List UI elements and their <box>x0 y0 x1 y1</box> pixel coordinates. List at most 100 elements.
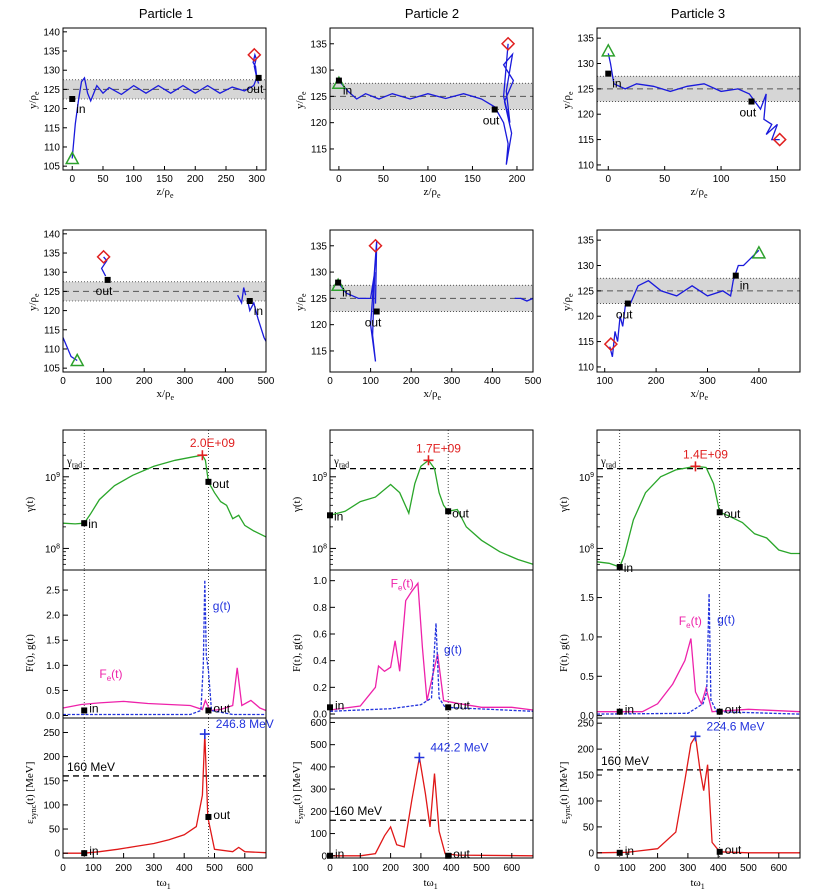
out-label: out <box>96 284 113 298</box>
out-marker <box>445 704 452 711</box>
in-label: in <box>740 279 749 293</box>
g-series <box>596 593 801 715</box>
out-label: out <box>616 308 633 322</box>
out-marker <box>205 707 212 714</box>
x-tick-label: 600 <box>770 863 787 874</box>
x-tick-label: 300 <box>248 174 265 185</box>
y-tick-label: 250 <box>577 719 594 730</box>
out-label: out <box>213 808 230 822</box>
out-marker <box>205 813 212 820</box>
out-label: out <box>740 106 757 120</box>
y-tick-label: 108 <box>45 543 60 555</box>
y-tick-label: 600 <box>310 718 327 729</box>
x-axis-label: tω1 <box>157 877 171 891</box>
in-marker <box>81 850 88 857</box>
plot-frame <box>62 569 267 719</box>
y-axis-label: F(t), g(t) <box>291 634 303 672</box>
in-marker <box>81 707 88 714</box>
in-label: in <box>625 844 634 858</box>
y-axis-label: y/ρe <box>561 91 575 109</box>
x-tick-label: 300 <box>680 863 697 874</box>
x-tick-label: 200 <box>115 863 132 874</box>
out-label: out <box>725 703 742 717</box>
y-tick-label: 130 <box>577 59 594 70</box>
y-tick-label: 200 <box>577 745 594 756</box>
out-label: out <box>212 477 229 491</box>
y-tick-label: 108 <box>312 543 327 555</box>
y-axis-label: γ(t) <box>558 496 570 513</box>
y-tick-label: 0.0 <box>46 711 60 722</box>
fe-label: Fe(t) <box>391 576 414 592</box>
out-label: out <box>724 507 741 521</box>
y-tick-label: 1.5 <box>580 593 594 604</box>
in-marker <box>81 520 88 527</box>
x-tick-label: 500 <box>258 376 275 387</box>
y-tick-label: 400 <box>310 762 327 773</box>
peak-label: 224.6 MeV <box>706 719 764 733</box>
trajectory-path <box>607 53 780 141</box>
peak-marker <box>690 731 701 742</box>
x-tick-label: 600 <box>236 863 253 874</box>
in-marker <box>69 96 76 102</box>
y-tick-label: 135 <box>43 249 60 260</box>
in-label: in <box>625 703 634 717</box>
x-tick-label: 150 <box>769 174 786 185</box>
y-axis-label: y/ρe <box>294 91 308 109</box>
x-tick-label: 100 <box>713 174 730 185</box>
out-marker <box>716 708 723 715</box>
x-tick-label: 400 <box>751 376 768 387</box>
y-axis-label: y/ρe <box>27 293 41 311</box>
y-tick-label: 110 <box>44 344 60 355</box>
plot-frame <box>62 717 267 859</box>
out-label: out <box>483 114 500 128</box>
trajectory-path <box>609 249 760 357</box>
y-tick-label: 0.0 <box>580 711 594 722</box>
y-tick-label: 135 <box>310 241 327 252</box>
y-tick-label: 120 <box>577 312 594 323</box>
in-label: in <box>335 847 344 861</box>
in-label: in <box>612 77 621 91</box>
x-tick-label: 400 <box>176 863 193 874</box>
out-marker <box>445 852 452 859</box>
out-marker <box>445 508 452 515</box>
trajectory-path <box>71 52 260 159</box>
x-axis-label: z/ρe <box>157 186 174 200</box>
plot-frame <box>596 717 801 859</box>
y-tick-label: 125 <box>577 286 594 297</box>
end-diamond <box>772 132 787 147</box>
x-tick-label: 100 <box>85 863 102 874</box>
out-marker <box>716 509 723 516</box>
y-tick-label: 108 <box>579 543 594 555</box>
y-tick-label: 0.5 <box>580 672 594 683</box>
g-label: g(t) <box>444 642 462 656</box>
in-marker <box>616 708 623 715</box>
y-tick-label: 125 <box>577 84 594 95</box>
x-tick-label: 200 <box>187 174 204 185</box>
y-tick-label: 140 <box>43 229 60 240</box>
g-label: g(t) <box>213 599 231 613</box>
peak-label: 1.7E+09 <box>416 441 461 455</box>
y-tick-label: 120 <box>310 118 327 129</box>
start-triangle <box>64 150 80 165</box>
x-tick-label: 50 <box>378 174 390 185</box>
in-label: in <box>343 84 352 98</box>
y-tick-label: 115 <box>44 123 60 134</box>
fe-series <box>62 667 267 712</box>
in-label: in <box>89 701 98 715</box>
peak-label: 1.4E+09 <box>683 447 728 461</box>
y-tick-label: 0 <box>588 848 594 859</box>
x-tick-label: 300 <box>146 863 163 874</box>
ref-160-label: 160 MeV <box>67 760 115 774</box>
y-tick-label: 135 <box>577 34 594 45</box>
x-tick-label: 100 <box>596 376 613 387</box>
out-label: out <box>453 847 470 861</box>
g-series <box>63 579 266 716</box>
y-tick-label: 109 <box>312 472 327 484</box>
x-tick-label: 0 <box>60 863 66 874</box>
fe-series <box>597 638 801 713</box>
ref-160-label: 160 MeV <box>334 804 382 818</box>
x-tick-label: 400 <box>484 376 501 387</box>
